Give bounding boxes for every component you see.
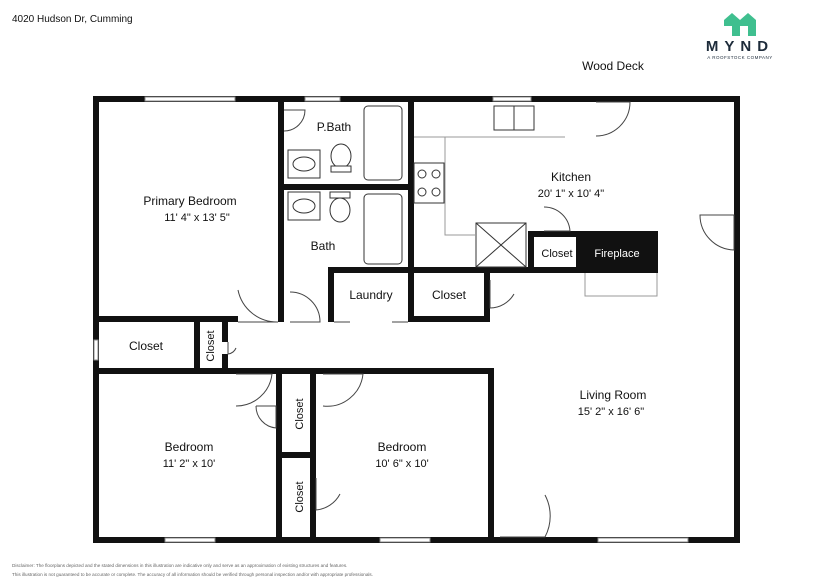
disclaimer-line1: Disclaimer: The floorplans depicted and … — [12, 563, 348, 568]
brand-name: MYND — [705, 38, 775, 55]
bedroom2-dim: 10' 6" x 10' — [375, 458, 428, 470]
bedroom1-label: Bedroom — [165, 440, 214, 454]
disclaimer-line2: This illustration is not guaranteed to b… — [12, 572, 373, 577]
laundry-label: Laundry — [349, 288, 392, 302]
bedroom2-label: Bedroom — [378, 440, 427, 454]
hall-closet-label: Closet — [432, 288, 467, 302]
living-room-label: Living Room — [580, 388, 647, 402]
fixtures — [287, 105, 535, 268]
kitchen-closet-label: Closet — [541, 248, 572, 260]
primary-closet-label: Closet — [129, 339, 164, 353]
pbath-label: P.Bath — [317, 120, 351, 134]
bedroom1-closet-label: Closet — [294, 398, 306, 429]
bedroom1-dim: 11' 2" x 10' — [163, 458, 216, 470]
kitchen-dim: 20' 1" x 10' 4" — [538, 188, 605, 200]
house-logo-icon — [724, 13, 756, 36]
kitchen-label: Kitchen — [551, 170, 591, 184]
brand-logo: MYND A ROOFSTOCK COMPANY — [700, 10, 780, 60]
small-closet-label: Closet — [205, 330, 217, 361]
bath-label: Bath — [311, 239, 336, 253]
living-room-dim: 15' 2" x 16' 6" — [578, 406, 645, 418]
fireplace-block — [576, 237, 657, 272]
thin-lines — [414, 136, 658, 297]
windows — [93, 96, 689, 543]
primary-bedroom-label: Primary Bedroom — [143, 194, 236, 208]
address: 4020 Hudson Dr, Cumming — [12, 14, 133, 25]
brand-tagline: A ROOFSTOCK COMPANY — [707, 55, 773, 60]
bedroom2-closet-label: Closet — [294, 481, 306, 512]
primary-bedroom-dim: 11' 4" x 13' 5" — [164, 212, 230, 224]
door-swings — [227, 101, 735, 538]
fireplace-label: Fireplace — [594, 248, 639, 260]
wood-deck-label: Wood Deck — [582, 59, 645, 73]
